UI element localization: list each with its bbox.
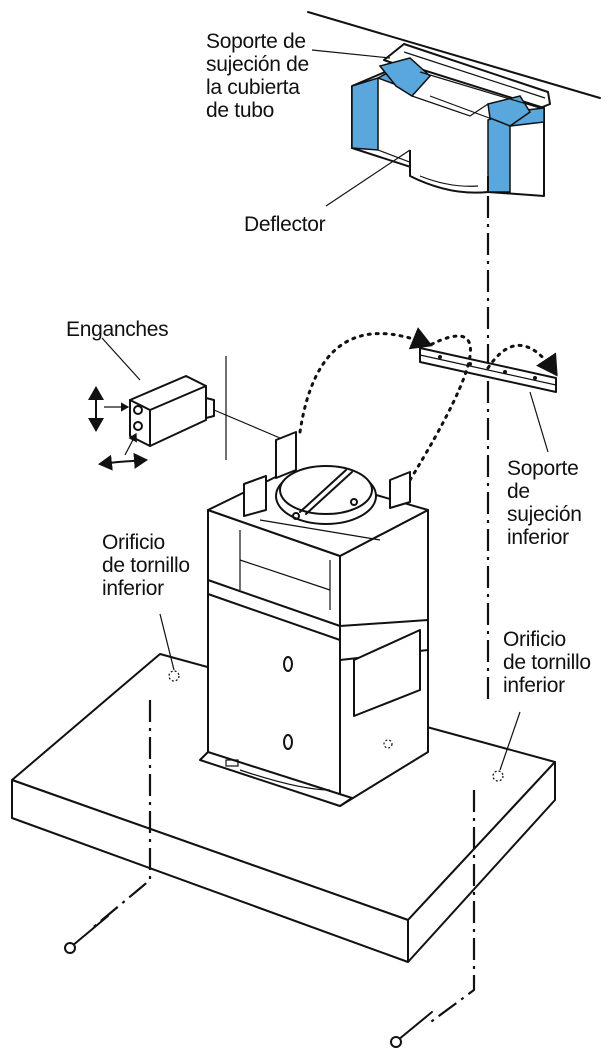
- label-deflector: Deflector: [244, 213, 326, 236]
- label-lower-bracket: Soporte de sujeción inferior: [507, 457, 582, 549]
- pipe-cover-bracket: [351, 43, 551, 197]
- label-lower-screw-hole-left: Orificio de tornillo inferior: [102, 531, 190, 600]
- label-hooks: Enganches: [66, 318, 169, 341]
- screw-left: [64, 915, 109, 954]
- label-lower-screw-hole-right: Orificio de tornillo inferior: [503, 628, 591, 697]
- screw-hole-right: [492, 770, 504, 782]
- label-pipe-cover-bracket: Soporte de sujeción de la cubierta de tu…: [206, 30, 309, 122]
- ceiling-line: [307, 11, 601, 99]
- screw-right: [390, 1011, 433, 1048]
- screw-hole-left: [168, 670, 180, 682]
- motor-housing: [199, 356, 429, 807]
- hook-part: [129, 375, 215, 447]
